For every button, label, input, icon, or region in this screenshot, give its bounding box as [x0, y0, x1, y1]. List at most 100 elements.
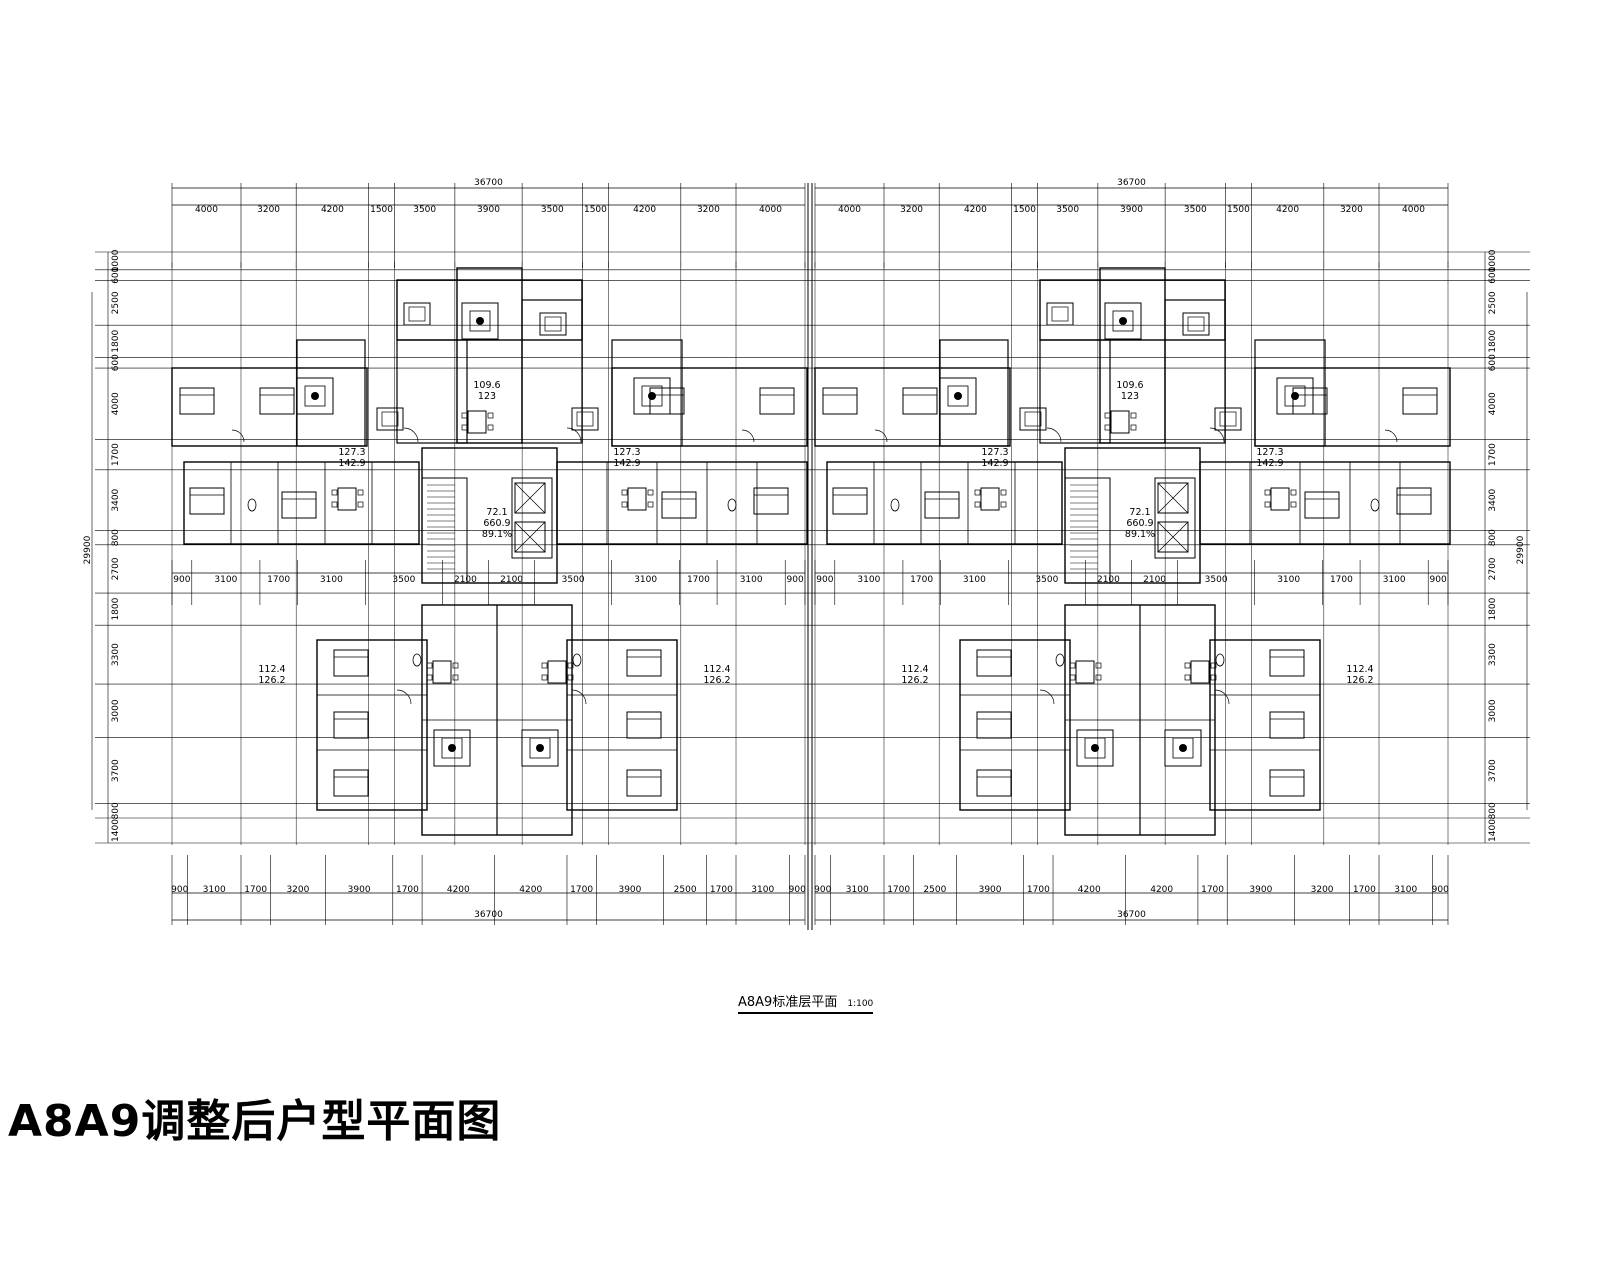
dim-label-middle: 3500: [1205, 575, 1228, 585]
dim-label-bottom: 3100: [846, 885, 869, 895]
area-label-west-wing: 127.3: [981, 447, 1008, 458]
bed-icon: [626, 769, 662, 797]
dim-label-middle: 3100: [634, 575, 657, 585]
dim-label-bottom: 1700: [396, 885, 419, 895]
wall-north-room: [521, 299, 583, 444]
bed-icon: [1269, 769, 1305, 797]
table-chair: [331, 489, 338, 496]
door-swing-icon: [741, 429, 755, 443]
table-chair: [1264, 501, 1271, 508]
table-top: [627, 487, 647, 511]
dim-label-bottom: 3100: [203, 885, 226, 895]
dim-label-bottom: 2500: [674, 885, 697, 895]
table-top: [1075, 660, 1095, 684]
dim-label-bottom: 3900: [618, 885, 641, 895]
bed-icon: [626, 711, 662, 739]
dim-label-side: 4000: [1488, 392, 1498, 415]
table-chair: [1130, 412, 1137, 419]
wall-east-room: [611, 339, 683, 447]
dim-label-bottom: 3200: [1311, 885, 1334, 895]
bed-icon: [649, 387, 685, 415]
chair-seat: [381, 411, 399, 427]
dining-table-icon: [1104, 410, 1137, 434]
dim-label-side: 800: [1488, 529, 1498, 546]
dim-label-total-left: 29900: [83, 535, 93, 564]
dim-label-side: 1800: [1488, 597, 1498, 620]
sofa-seat: [469, 310, 491, 332]
elevator-icon: [514, 482, 546, 514]
dim-label-bottom: 1700: [1027, 885, 1050, 895]
table-chair: [647, 501, 654, 508]
bed-frame: [1292, 387, 1328, 415]
table-chair: [487, 412, 494, 419]
toilet-icon: [247, 498, 257, 512]
dim-label-middle: 900: [1430, 575, 1447, 585]
area-label-east-wing: 142.9: [1256, 458, 1283, 469]
chair-seat: [1051, 306, 1069, 322]
chair-frame: [539, 312, 567, 336]
dim-label-side: 600: [111, 266, 121, 283]
door-swing-icon: [1384, 429, 1398, 443]
dim-label-side: 600: [1488, 266, 1498, 283]
drawing-title-block: A8A9标准层平面 1:100: [738, 988, 874, 1014]
chair-frame: [1182, 312, 1210, 336]
toilet-icon: [1055, 653, 1065, 667]
dim-label-side: 4000: [111, 392, 121, 415]
sofa-table: [1291, 392, 1299, 400]
wall-north-room: [1164, 299, 1226, 444]
sofa-set-icon: [633, 377, 671, 415]
bed-frame: [976, 769, 1012, 797]
toilet-icon: [727, 498, 737, 512]
sofa-set-icon: [521, 729, 559, 767]
wall-east-band: [1199, 461, 1451, 545]
dim-label-top: 4000: [759, 205, 782, 215]
area-label-south-east: 126.2: [703, 675, 730, 686]
sofa-set-icon: [1076, 729, 1114, 767]
dim-label-bottom: 3200: [286, 885, 309, 895]
dim-label-top: 3200: [697, 205, 720, 215]
dining-table-icon: [974, 487, 1007, 511]
bed-frame: [1304, 491, 1340, 519]
dim-label-middle: 2100: [1097, 575, 1120, 585]
bed-icon: [189, 487, 225, 515]
dim-label-top: 3200: [1340, 205, 1363, 215]
area-label-west-wing: 142.9: [981, 458, 1008, 469]
toilet-bowl: [1370, 498, 1380, 512]
dining-table-icon: [621, 487, 654, 511]
bed-icon: [759, 387, 795, 415]
table-chair: [461, 424, 468, 431]
sofa-frame: [1164, 729, 1202, 767]
dim-label-side: 800: [111, 802, 121, 819]
area-label-core: 72.1: [1129, 507, 1150, 518]
area-label-north-center: 109.6: [473, 380, 500, 391]
armchair-icon: [571, 407, 599, 431]
dim-label-bottom: 3900: [979, 885, 1002, 895]
wall-west-wing: [814, 367, 1011, 447]
dim-label-side: 800: [111, 529, 121, 546]
chair-seat: [1187, 316, 1205, 332]
sofa-frame: [461, 302, 499, 340]
table-top: [1270, 487, 1290, 511]
bed-icon: [333, 711, 369, 739]
dim-label-middle: 900: [173, 575, 190, 585]
table-chair: [1104, 424, 1111, 431]
sofa-table: [476, 317, 484, 325]
table-chair: [621, 501, 628, 508]
dim-label-total-top: 36700: [1117, 178, 1146, 188]
sofa-set-icon: [296, 377, 334, 415]
table-top: [1190, 660, 1210, 684]
dim-label-bottom: 1700: [570, 885, 593, 895]
wall-outlines: [171, 267, 1451, 836]
sofa-set-icon: [461, 302, 499, 340]
table-top: [980, 487, 1000, 511]
door-swing-icon: [566, 427, 582, 443]
area-label-north-center: 123: [1121, 391, 1139, 402]
dim-label-middle: 1700: [687, 575, 710, 585]
wall-north-room: [396, 339, 468, 444]
sofa-table: [448, 744, 456, 752]
sofa-frame: [296, 377, 334, 415]
door-swing-icon: [231, 429, 245, 443]
bed-icon: [1304, 491, 1340, 519]
dim-label-middle: 3500: [1035, 575, 1058, 585]
sofa-table: [648, 392, 656, 400]
